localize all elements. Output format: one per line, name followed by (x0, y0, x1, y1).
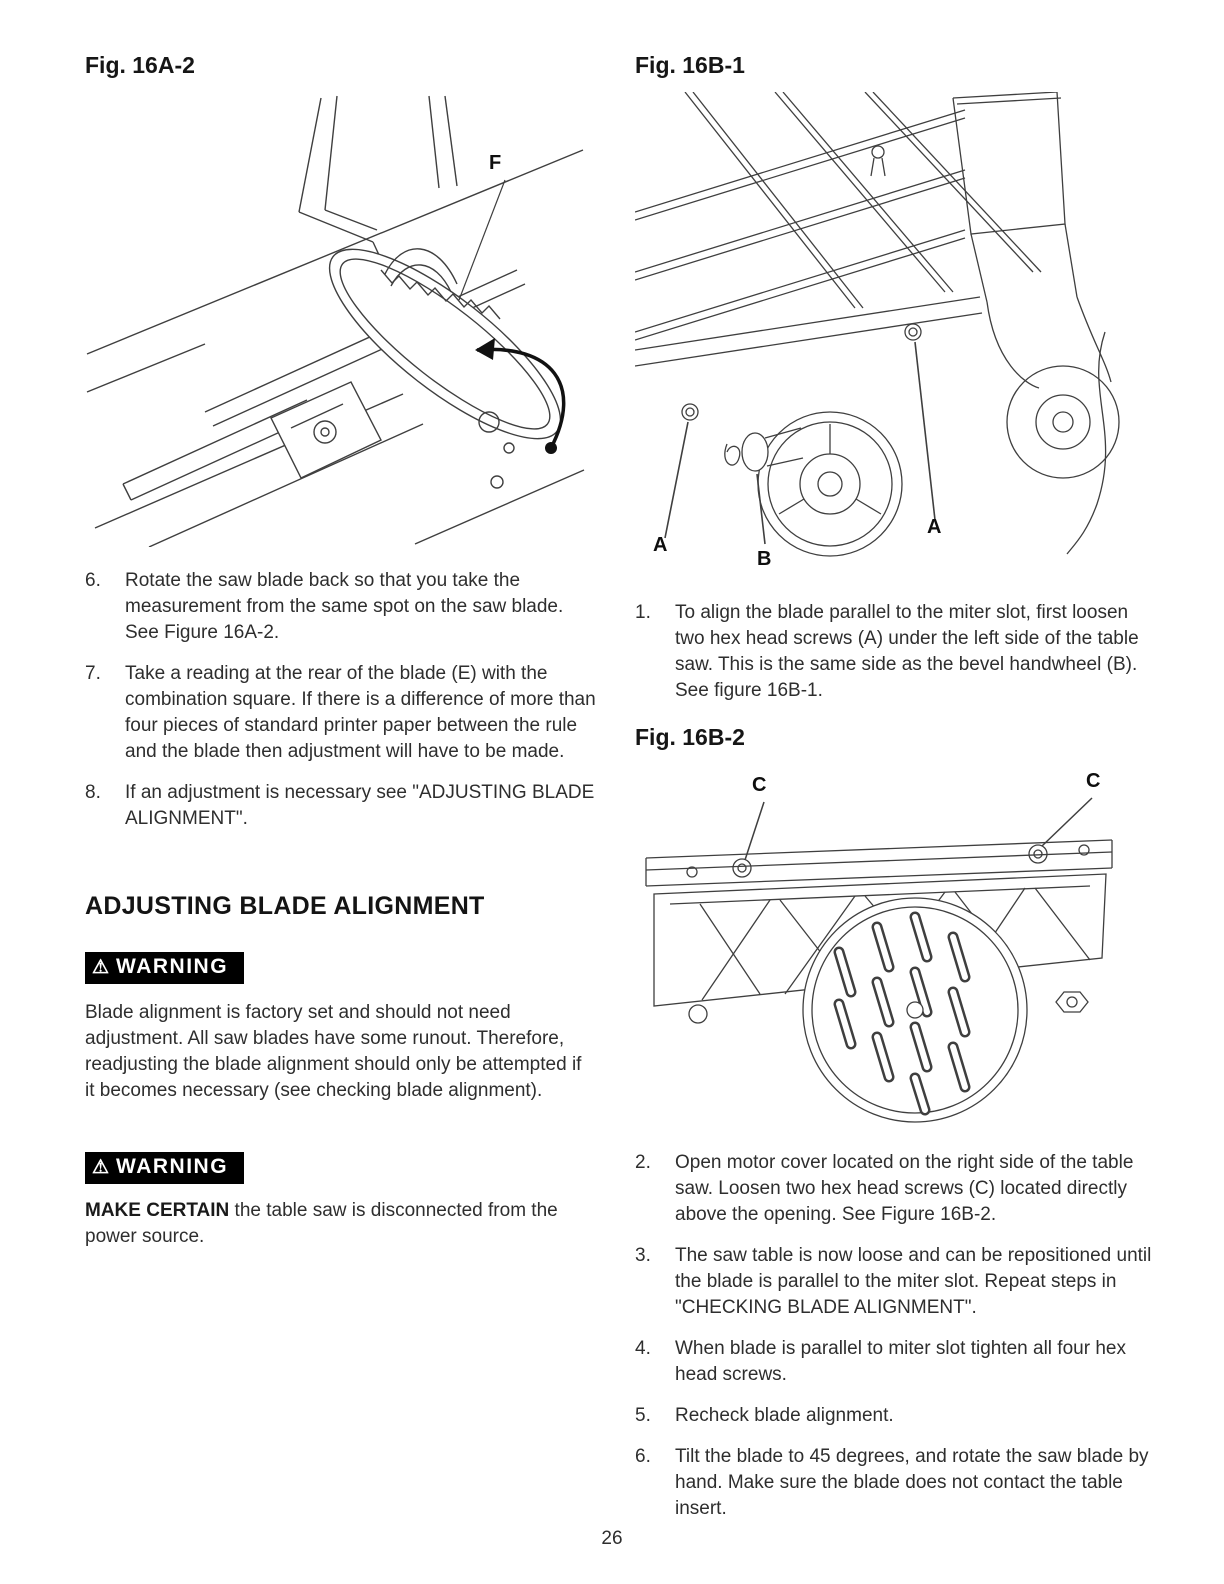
item-text: Open motor cover located on the right si… (675, 1152, 1134, 1225)
fig-16b2-label-c-left: C (752, 774, 767, 796)
section-heading: ADJUSTING BLADE ALIGNMENT (85, 892, 485, 920)
fig-16a2-figure: F (85, 92, 585, 547)
list-item: 8. If an adjustment is necessary see "AD… (85, 780, 600, 832)
list-item: 4. When blade is parallel to miter slot … (635, 1336, 1155, 1388)
warning-badge: ⚠ WARNING (85, 1152, 245, 1184)
rotation-arrow (475, 338, 566, 454)
item-number: 3. (635, 1245, 651, 1266)
fig-16b1-figure: A B A (635, 92, 1140, 577)
item-number: 6. (635, 1446, 651, 1467)
fig-16a2-label-f: F (489, 152, 502, 174)
item-number: 8. (85, 782, 101, 803)
warning-text: Blade alignment is factory set and shoul… (85, 1002, 582, 1101)
fig-16b2-label-c-right: C (1086, 770, 1101, 792)
right-step-list-top: 1. To align the blade parallel to the mi… (635, 600, 1155, 704)
motor-cover-vents (833, 911, 971, 1116)
item-number: 2. (635, 1152, 651, 1173)
item-text: The saw table is now loose and can be re… (675, 1245, 1152, 1318)
warning-icon: ⚠ (92, 956, 110, 978)
warning-badge: ⚠ WARNING (85, 952, 245, 984)
right-step-list-bottom: 2. Open motor cover located on the right… (635, 1150, 1155, 1522)
fig-16b1-label-a-right: A (927, 516, 942, 538)
left-step-list: 6. Rotate the saw blade back so that you… (85, 568, 600, 832)
item-number: 1. (635, 602, 651, 623)
warning-text-bold: MAKE CERTAIN (85, 1200, 230, 1221)
item-text: When blade is parallel to miter slot tig… (675, 1338, 1126, 1385)
list-item: 7. Take a reading at the rear of the bla… (85, 661, 600, 765)
list-item: 6. Tilt the blade to 45 degrees, and rot… (635, 1444, 1155, 1522)
item-text: Recheck blade alignment. (675, 1405, 894, 1426)
fig-16b1-drawing (635, 92, 1120, 557)
fig-16b2-drawing (645, 797, 1113, 1123)
item-number: 6. (85, 570, 101, 591)
warning-text-rest: the table saw is disconnected from the p… (85, 1200, 558, 1247)
fig-16a2-title: Fig. 16A-2 (85, 52, 195, 78)
item-number: 7. (85, 663, 101, 684)
item-text: Rotate the saw blade back so that you ta… (125, 570, 564, 643)
item-text: Tilt the blade to 45 degrees, and rotate… (675, 1446, 1149, 1519)
list-item: 3. The saw table is now loose and can be… (635, 1243, 1155, 1321)
fig-16b2-figure: C C (640, 762, 1120, 1137)
warning-icon: ⚠ (92, 1156, 110, 1178)
fig-16b1-label-b: B (757, 548, 772, 570)
warning-badge-label: WARNING (116, 1155, 229, 1178)
fig-16b1-label-a-left: A (653, 534, 668, 556)
fig-16b1-title: Fig. 16B-1 (635, 52, 745, 78)
item-text: Take a reading at the rear of the blade … (125, 663, 596, 762)
list-item: 1. To align the blade parallel to the mi… (635, 600, 1155, 704)
list-item: 2. Open motor cover located on the right… (635, 1150, 1155, 1228)
item-text: To align the blade parallel to the miter… (675, 602, 1139, 701)
warning-badge-label: WARNING (116, 955, 229, 978)
item-text: If an adjustment is necessary see "ADJUS… (125, 782, 595, 829)
page-number: 26 (601, 1528, 623, 1549)
item-number: 5. (635, 1405, 651, 1426)
fig-16b2-title: Fig. 16B-2 (635, 724, 745, 750)
warning-text: MAKE CERTAIN the table saw is disconnect… (85, 1198, 593, 1250)
list-item: 5. Recheck blade alignment. (635, 1403, 1155, 1429)
list-item: 6. Rotate the saw blade back so that you… (85, 568, 600, 646)
fig-16a2-drawing (86, 95, 585, 547)
item-number: 4. (635, 1338, 651, 1359)
